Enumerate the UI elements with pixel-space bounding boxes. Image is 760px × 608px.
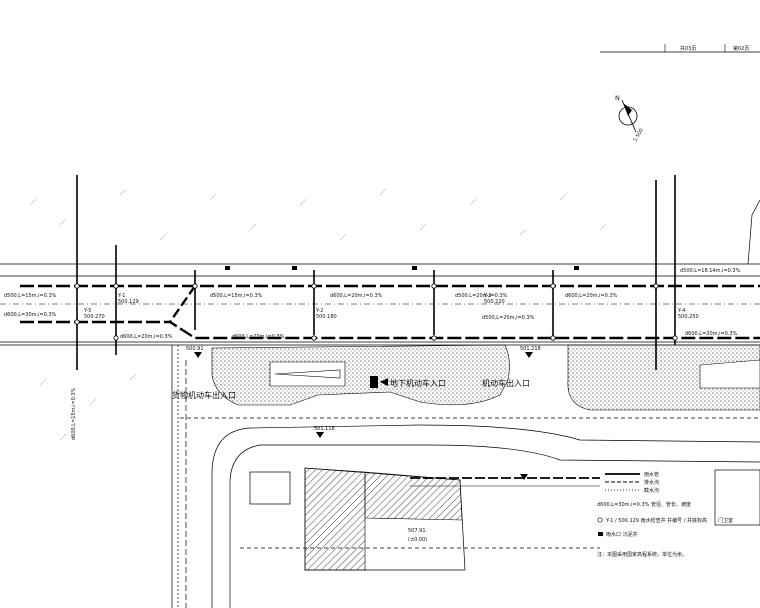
node-elev-4: 500.250 xyxy=(678,314,699,320)
landscape-zones xyxy=(211,344,760,411)
entrance-freight: 货物机动车出入口 xyxy=(172,390,236,400)
legend-building-note: 门卫室 xyxy=(718,517,733,524)
site-boundaries xyxy=(171,345,760,608)
entrance-labels: 货物机动车出入口 地下机动车入口 机动车出入口 xyxy=(172,376,530,400)
node-elev-3: 500.220 xyxy=(484,299,505,305)
elevation-4-sub: (±0.00) xyxy=(408,537,427,543)
pipe-label-right-upper: d500,L=18.14m,i=0.3% xyxy=(680,268,741,274)
entrance-vehicle: 机动车出入口 xyxy=(482,378,530,388)
pipe-label-ramp: d600,L=20m,i=0.3% xyxy=(120,334,173,340)
ground-marks xyxy=(29,188,607,441)
pipe-label-ramp2: d600,L=20m,i=0.3% xyxy=(232,334,285,340)
rain-pipe-lower xyxy=(20,285,760,340)
pipe-labels: d500,L=15m,i=0.3% d600,L=30m,i=0.3% d500… xyxy=(4,268,741,440)
node-labels: Y-1 500.129 Y-2 500.180 Y-3 500.220 Y-4 … xyxy=(83,293,699,320)
legend-well: Y-1 / 500.129 雨水检查井 井编号 / 井底标高 xyxy=(605,517,707,524)
sheet-total: 共03页 xyxy=(680,45,696,52)
node-elev-5: 500.270 xyxy=(84,314,105,320)
elevation-4: 507.91 xyxy=(408,528,426,534)
pipe-label-lower-c: d500,L=20m,i=0.3% xyxy=(482,315,535,321)
node-id-4: Y-4 xyxy=(677,308,685,314)
sheet-number: 第02页 xyxy=(733,45,749,52)
legend-inlet: 雨水口 沉泥井 xyxy=(606,531,638,538)
title-block: 共03页 第02页 xyxy=(600,44,760,53)
pipe-label-upper: d500,L=15m,i=0.3% xyxy=(4,293,57,299)
inspection-wells xyxy=(74,283,678,341)
pipe-label-c: d500,L=20m,i=0.3% xyxy=(455,293,508,299)
north-label: N xyxy=(615,94,620,102)
building-hatched xyxy=(304,467,463,571)
legend: 雨水管 排水沟 截水沟 d600,L=30m,i=0.3% 管径、管长、坡度 Y… xyxy=(597,471,733,558)
node-elev-1: 500.129 xyxy=(118,299,139,305)
pipe-label-right-lower: d600,L=30m,i=0.3% xyxy=(685,331,738,337)
pipe-label-lower: d600,L=30m,i=0.3% xyxy=(4,312,57,318)
elevation-3: 501.118 xyxy=(314,426,335,432)
node-id-1: Y-1 xyxy=(117,293,125,299)
elevation-2: 501.218 xyxy=(520,346,541,352)
pipe-label-d: d600,L=20m,i=0.3% xyxy=(565,293,618,299)
node-elev-2: 500.180 xyxy=(316,314,337,320)
elevation-1: 500.91 xyxy=(186,346,204,352)
legend-drain-ditch: 排水沟 xyxy=(644,479,659,486)
legend-note: 注：本图采用国家高程系统，单位为米。 xyxy=(597,551,687,558)
node-id-3: Y-3 xyxy=(483,293,491,299)
north-arrow-icon: N 1:500 xyxy=(615,94,645,143)
vertical-connections xyxy=(76,175,676,370)
pipe-label-vertical: d600,L=15m,i=0.3% xyxy=(71,387,77,440)
drainage-channel-lower xyxy=(410,474,600,487)
scale-label: 1:500 xyxy=(633,128,645,143)
elevation-markers: 500.91 501.218 501.118 507.91 (±0.00) xyxy=(186,346,541,543)
pipe-label-b: d600,L=20m,i=0.3% xyxy=(330,293,383,299)
legend-pipe-spec: d600,L=30m,i=0.3% 管径、管长、坡度 xyxy=(597,501,691,508)
rain-inlets xyxy=(225,266,579,270)
pipe-label-a: d500,L=15m,i=0.3% xyxy=(210,293,263,299)
road-edges xyxy=(0,199,760,346)
legend-intercept-ditch: 截水沟 xyxy=(644,487,659,494)
node-id-2: Y-2 xyxy=(315,308,323,314)
entrance-underground: 地下机动车入口 xyxy=(390,378,446,388)
legend-rain-pipe: 雨水管 xyxy=(644,471,659,478)
node-id-5: Y-5 xyxy=(83,308,91,314)
